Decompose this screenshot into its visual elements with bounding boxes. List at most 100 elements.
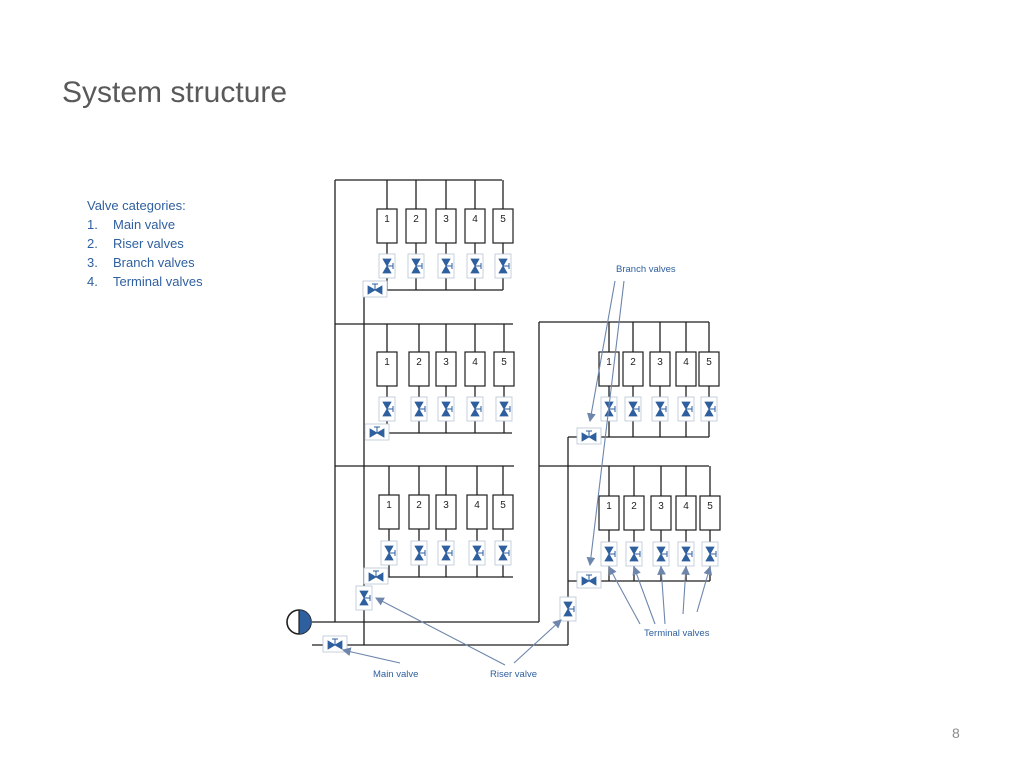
- valves: [322, 253, 719, 653]
- terminal-unit: 5: [492, 208, 514, 244]
- valve-category-item: 4.Terminal valves: [87, 274, 203, 289]
- riser-valve-icon: [355, 585, 373, 611]
- terminal-label: 5: [707, 501, 713, 512]
- terminal-unit: 2: [408, 494, 430, 530]
- terminal-valve-icon: [700, 396, 718, 422]
- main-valve-icon: [322, 635, 348, 653]
- terminal-label: 1: [386, 500, 392, 511]
- branch-valve-icon: [576, 571, 602, 589]
- terminal-label: 3: [658, 501, 664, 512]
- terminal-unit: 2: [405, 208, 427, 244]
- terminal-valve-icon: [466, 396, 484, 422]
- terminal-unit: 4: [675, 495, 697, 531]
- terminal-unit: 4: [464, 208, 486, 244]
- terminal-box: [623, 495, 645, 531]
- terminal-label: 3: [443, 214, 449, 225]
- terminal-label: 5: [500, 500, 506, 511]
- terminal-unit: 1: [376, 351, 398, 387]
- terminal-label: 3: [657, 357, 663, 368]
- callout-arrow: [696, 565, 713, 613]
- terminal-box: [698, 351, 720, 387]
- pump-group: [286, 609, 312, 635]
- terminal-label: 2: [413, 214, 419, 225]
- branch-valves-label: Branch valves: [616, 264, 676, 275]
- terminal-valve-icon: [437, 540, 455, 566]
- terminal-box: [466, 494, 488, 530]
- terminal-label: 5: [706, 357, 712, 368]
- terminal-unit: 3: [435, 208, 457, 244]
- terminal-valve-icon: [701, 541, 719, 567]
- terminal-unit: 5: [493, 351, 515, 387]
- terminal-label: 2: [631, 501, 637, 512]
- terminal-unit: 3: [650, 495, 672, 531]
- terminal-valve-icon: [378, 396, 396, 422]
- terminal-unit: 1: [376, 208, 398, 244]
- callout-arrow: [657, 565, 666, 625]
- terminal-valve-icon: [495, 396, 513, 422]
- terminal-label: 2: [630, 357, 636, 368]
- terminal-unit: 2: [408, 351, 430, 387]
- terminal-box: [464, 208, 486, 244]
- valve-category-item: 2.Riser valves: [87, 236, 184, 251]
- branch-valve-icon: [576, 427, 602, 445]
- terminal-label: 5: [500, 214, 506, 225]
- terminal-valve-icon: [494, 540, 512, 566]
- terminal-label: 1: [384, 357, 390, 368]
- terminal-valve-icon: [624, 396, 642, 422]
- callout-arrow: [341, 647, 401, 664]
- terminal-unit: 4: [675, 351, 697, 387]
- valve-category-item: 1.Main valve: [87, 217, 176, 232]
- terminal-unit: 5: [698, 351, 720, 387]
- terminal-box: [492, 208, 514, 244]
- slide-title: System structure: [62, 76, 288, 109]
- terminal-box: [376, 208, 398, 244]
- terminal-box: [699, 495, 721, 531]
- terminal-box: [376, 351, 398, 387]
- callout-arrow: [375, 597, 506, 666]
- terminal-unit: 4: [464, 351, 486, 387]
- terminal-unit: 5: [699, 495, 721, 531]
- terminal-box: [493, 351, 515, 387]
- terminal-label: 2: [416, 357, 422, 368]
- pump-impeller: [299, 610, 311, 634]
- terminal-box: [464, 351, 486, 387]
- terminal-valve-icon: [600, 541, 618, 567]
- branch-valve-icon: [362, 280, 388, 298]
- terminal-valves-label: Terminal valves: [644, 628, 710, 639]
- terminal-valve-icon: [410, 396, 428, 422]
- terminal-label: 5: [501, 357, 507, 368]
- pump-icon: [286, 609, 312, 635]
- terminal-label: 4: [683, 501, 689, 512]
- terminal-label: 1: [384, 214, 390, 225]
- terminal-box: [675, 351, 697, 387]
- terminal-valve-icon: [651, 396, 669, 422]
- terminal-unit: 4: [466, 494, 488, 530]
- terminal-box: [378, 494, 400, 530]
- terminal-label: 4: [472, 357, 478, 368]
- terminal-label: 3: [443, 500, 449, 511]
- terminal-label: 4: [472, 214, 478, 225]
- terminal-unit: 3: [435, 494, 457, 530]
- terminal-valve-icon: [652, 541, 670, 567]
- terminal-box: [435, 351, 457, 387]
- branch-valve-icon: [364, 423, 390, 441]
- terminal-box: [405, 208, 427, 244]
- terminal-valve-icon: [677, 541, 695, 567]
- terminal-valve-icon: [378, 253, 396, 279]
- terminal-unit: 1: [378, 494, 400, 530]
- valve-category-item: 3.Branch valves: [87, 255, 195, 270]
- terminal-valve-icon: [437, 396, 455, 422]
- terminal-valve-icon: [468, 540, 486, 566]
- terminal-unit: 3: [435, 351, 457, 387]
- terminal-valve-icon: [380, 540, 398, 566]
- terminal-unit: 1: [598, 351, 620, 387]
- terminal-unit: 2: [623, 495, 645, 531]
- terminal-box: [598, 495, 620, 531]
- terminal-label: 2: [416, 500, 422, 511]
- terminal-box: [435, 208, 457, 244]
- terminal-valve-icon: [677, 396, 695, 422]
- terminal-label: 3: [443, 357, 449, 368]
